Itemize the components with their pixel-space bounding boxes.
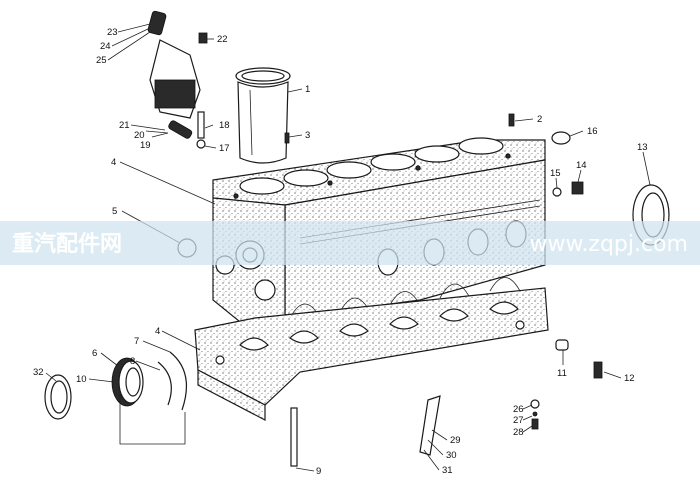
callout-16: 16 (587, 126, 598, 137)
watermark-left-text: 重汽配件网 (12, 231, 122, 257)
callout-26: 26 (513, 404, 524, 415)
callout-29: 29 (450, 435, 461, 446)
cylinder-liner (235, 67, 291, 164)
callout-22: 22 (217, 34, 228, 45)
sensor-bracket-assembly (147, 10, 208, 149)
callout-3: 3 (305, 130, 310, 141)
callout-31: 31 (442, 465, 453, 476)
callout-4-upper: 4 (111, 157, 116, 168)
callout-6: 6 (92, 348, 97, 359)
callout-28: 28 (513, 427, 524, 438)
front-oil-seal (44, 374, 72, 420)
callout-1: 1 (305, 84, 310, 95)
callout-7: 7 (134, 336, 139, 347)
callout-14: 14 (576, 160, 587, 171)
callout-30: 30 (446, 450, 457, 461)
callout-24: 24 (100, 41, 111, 52)
small-hardware (177, 113, 603, 467)
callout-18: 18 (219, 120, 230, 131)
callout-5: 5 (112, 206, 117, 217)
bedplate (194, 287, 549, 421)
watermark-right-text: www.zqpj.com (529, 232, 688, 257)
watermark-band: 重汽配件网 www.zqpj.com (0, 221, 700, 265)
thrust-washer (157, 351, 188, 411)
watermark-background (0, 221, 700, 265)
thrust-bearing (111, 357, 144, 407)
callout-32: 32 (33, 367, 44, 378)
callout-labels: 1 2 3 4 5 6 7 8 4 9 10 11 12 13 14 15 16… (33, 27, 648, 477)
callout-27: 27 (513, 415, 524, 426)
callout-13: 13 (637, 142, 648, 153)
callout-17: 17 (219, 143, 230, 154)
callout-10: 10 (76, 374, 87, 385)
callout-21: 21 (119, 120, 130, 131)
callout-19: 19 (140, 140, 151, 151)
callout-12: 12 (624, 373, 635, 384)
callout-8: 8 (130, 356, 135, 367)
callout-11: 11 (557, 368, 567, 379)
callout-20: 20 (134, 130, 145, 141)
callout-9: 9 (316, 466, 321, 477)
callout-2: 2 (537, 114, 542, 125)
callout-4-lower: 4 (155, 326, 160, 337)
callout-15: 15 (550, 168, 561, 179)
callout-25: 25 (96, 55, 107, 66)
callout-23: 23 (107, 27, 118, 38)
